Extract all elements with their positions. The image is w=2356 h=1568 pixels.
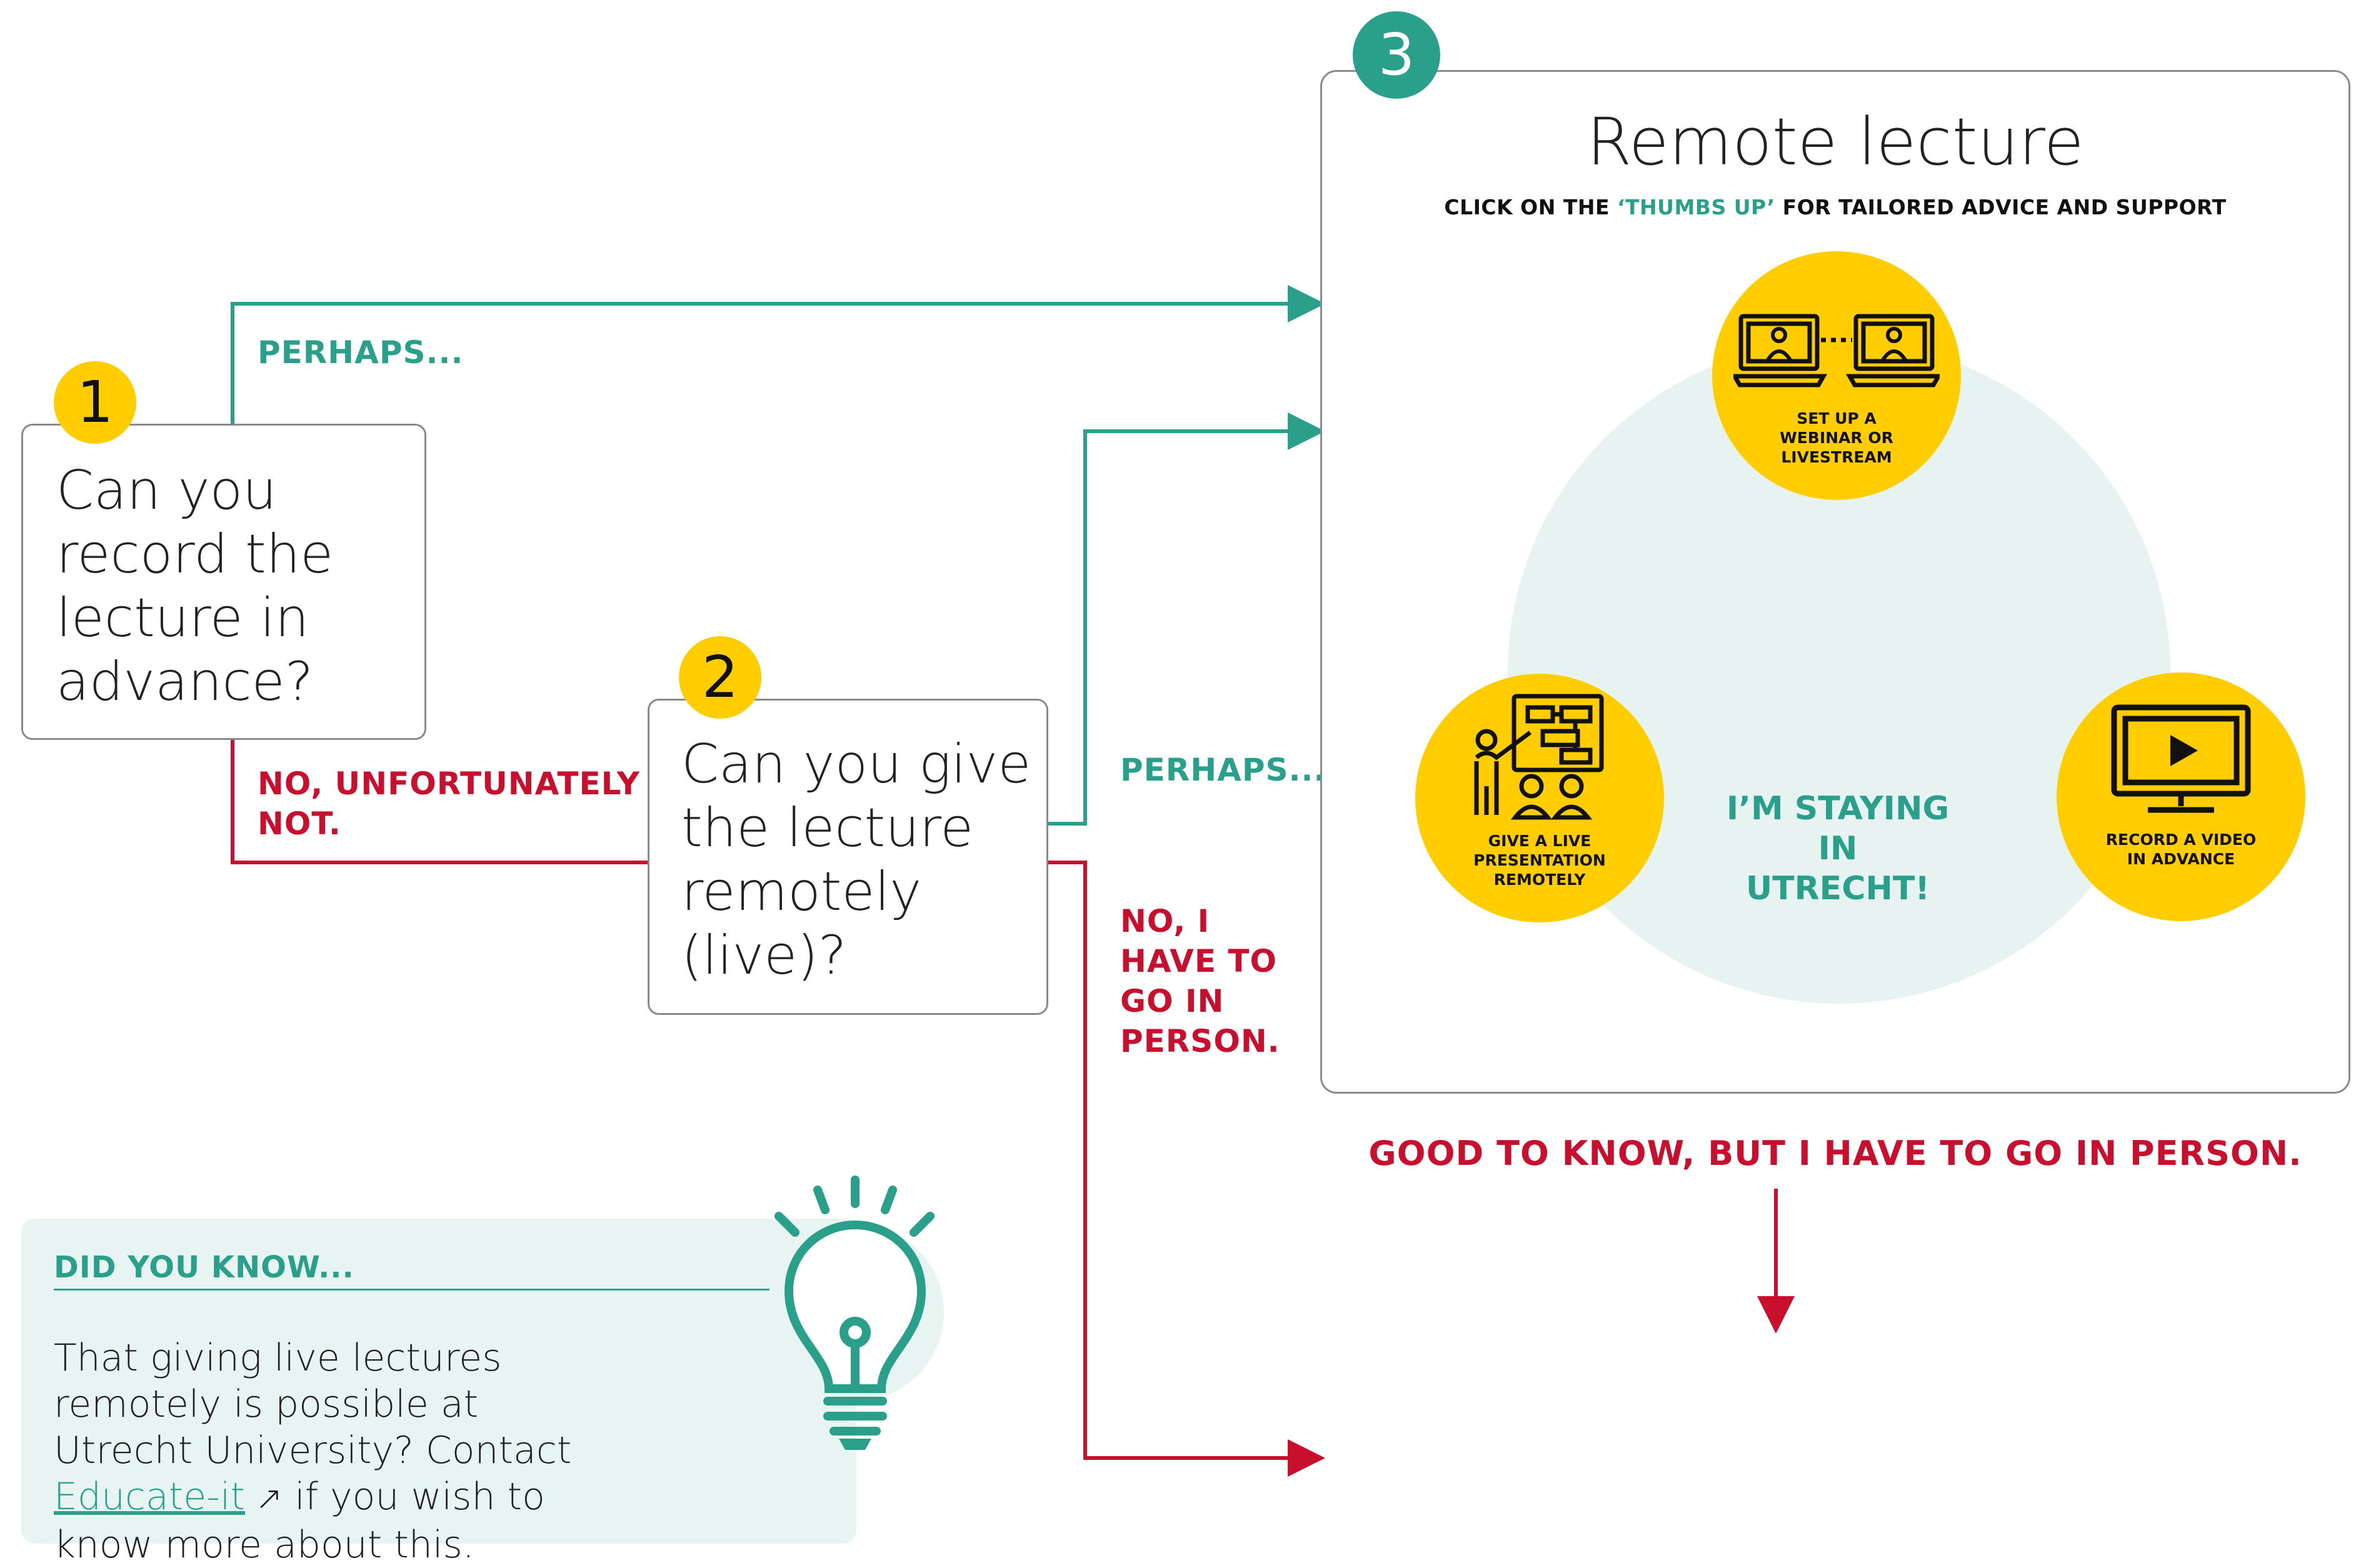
lightbulb-icon — [766, 1176, 944, 1450]
external-link-icon[interactable]: ↗ — [245, 1480, 283, 1517]
laptops-icon — [1733, 314, 1940, 387]
q2-perhaps-arrow — [1046, 412, 1325, 826]
q1-perhaps-label: PERHAPS... — [258, 334, 464, 371]
did-you-know-body-pre: That giving live lectures remotely is po… — [54, 1336, 572, 1472]
thumbs-up-highlight: ‘THUMBS UP’ — [1617, 195, 1775, 219]
q1-no-line — [231, 740, 648, 864]
step-1-badge: 1 — [54, 361, 136, 444]
q2-no-label: NO, I HAVE TO GO IN PERSON. — [1120, 903, 1280, 1059]
option-record-video-label: RECORD A VIDEO IN ADVANCE — [2105, 831, 2257, 868]
did-you-know-title: DID YOU KNOW... — [54, 1250, 354, 1285]
question-2-box — [648, 699, 1048, 1015]
did-you-know-box — [21, 1219, 856, 1544]
good-to-know-label: GOOD TO KNOW, BUT I HAVE TO GO IN PERSON… — [1368, 1134, 2302, 1173]
did-you-know-divider — [54, 1289, 770, 1291]
panel-title: Remote lecture — [1587, 104, 2084, 180]
panel-subtitle-post: FOR TAILORED ADVICE AND SUPPORT — [1775, 195, 2227, 219]
option-webinar-label: SET UP A WEBINAR OR LIVESTREAM — [1780, 409, 1893, 466]
did-you-know-body: That giving live lectures remotely is po… — [54, 1335, 629, 1568]
step-2-badge: 2 — [679, 636, 761, 719]
q1-no-label: NO, UNFORTUNATELY NOT. — [258, 766, 640, 842]
educate-it-link[interactable]: Educate-it — [54, 1475, 246, 1519]
q1-perhaps-arrow — [231, 285, 1325, 426]
option-live-presentation-label: GIVE A LIVE PRESENTATION REMOTELY — [1473, 832, 1606, 889]
option-live-presentation[interactable]: GIVE A LIVE PRESENTATION REMOTELY — [1415, 674, 1664, 922]
q2-no-arrow — [1046, 861, 1325, 1477]
question-2-text: Can you give the lecture remotely (live)… — [681, 733, 1031, 987]
q2-perhaps-label: PERHAPS... — [1120, 752, 1326, 788]
video-monitor-icon — [2111, 704, 2251, 813]
question-1-box — [21, 424, 426, 740]
option-record-video[interactable]: RECORD A VIDEO IN ADVANCE — [2057, 672, 2305, 921]
staying-in-utrecht-text: I’M STAYING IN UTRECHT! — [1726, 790, 1950, 907]
step-3-badge: 3 — [1353, 11, 1440, 99]
panel-subtitle: CLICK ON THE ‘THUMBS UP’ FOR TAILORED AD… — [1320, 195, 2350, 219]
option-webinar[interactable]: SET UP A WEBINAR OR LIVESTREAM — [1712, 251, 1961, 500]
panel-subtitle-pre: CLICK ON THE — [1444, 195, 1617, 219]
presenter-icon — [1474, 694, 1604, 820]
question-1-text: Can you record the lecture in advance? — [56, 459, 334, 713]
